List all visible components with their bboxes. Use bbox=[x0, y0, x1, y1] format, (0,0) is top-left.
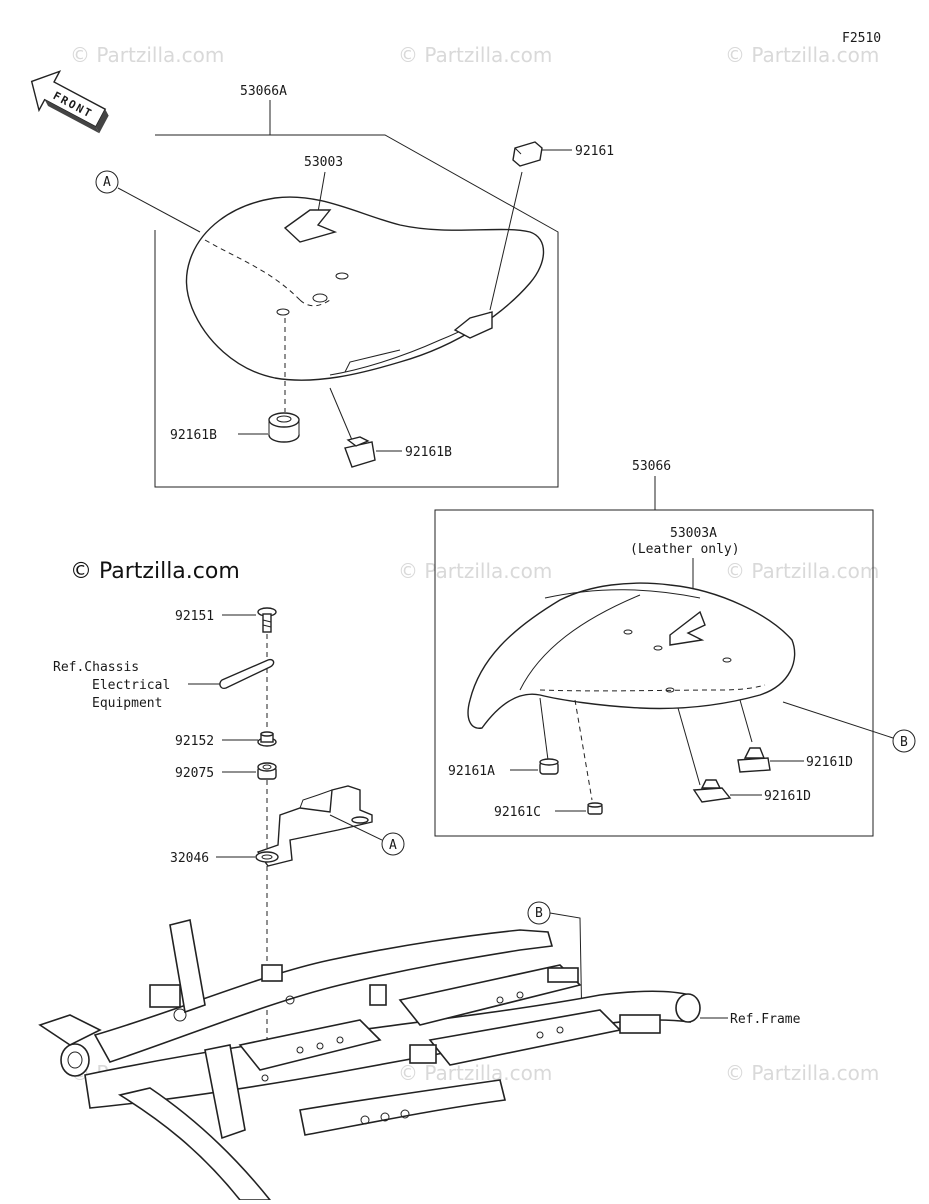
watermark: © Partzilla.com bbox=[725, 43, 879, 67]
collar-92152[interactable] bbox=[257, 731, 277, 747]
front-seat-assembly: 53066A A 53003 92161 bbox=[95, 84, 614, 488]
partzilla-watermark: © Partzilla.com bbox=[70, 559, 240, 584]
label-ref-chassis-1: Ref.Chassis bbox=[53, 660, 139, 675]
ground-strap bbox=[219, 658, 275, 690]
damper-92161B-left[interactable] bbox=[268, 412, 300, 443]
label-92161B-left: 92161B bbox=[170, 428, 217, 443]
callout-b bbox=[892, 729, 916, 753]
watermark: © Partzilla.com bbox=[725, 1061, 879, 1085]
label-ref-frame: Ref.Frame bbox=[730, 1012, 801, 1027]
damper-92161D-bottom[interactable] bbox=[692, 779, 732, 803]
mounting-hardware: 92151 Ref.Chassis Electrical Equipment 9… bbox=[53, 607, 405, 1075]
rear-seat-cover-tag bbox=[669, 610, 706, 646]
label-ref-chassis-3: Equipment bbox=[92, 696, 162, 711]
front-seat-cover-tag bbox=[283, 209, 338, 243]
damper-92161B-right[interactable] bbox=[344, 436, 376, 468]
callout-a-bracket bbox=[381, 832, 405, 856]
callout-a-bracket-letter: A bbox=[389, 838, 397, 853]
damper-92161C[interactable] bbox=[587, 802, 603, 815]
label-92151: 92151 bbox=[175, 609, 214, 624]
bolt-92151[interactable] bbox=[257, 607, 277, 633]
bracket-32046[interactable] bbox=[255, 785, 373, 867]
label-92161D-bottom: 92161D bbox=[764, 789, 811, 804]
label-53003: 53003 bbox=[304, 155, 343, 170]
label-ref-chassis-2: Electrical bbox=[92, 678, 170, 693]
rear-seat[interactable] bbox=[467, 582, 796, 729]
label-92161: 92161 bbox=[575, 144, 614, 159]
motorcycle-frame: B Ref.Frame bbox=[38, 901, 801, 1201]
callout-a-letter: A bbox=[103, 175, 111, 190]
front-arrow: FRONT bbox=[30, 70, 109, 134]
callout-b-frame-letter: B bbox=[535, 906, 543, 921]
callout-a bbox=[95, 170, 119, 194]
watermark: © Partzilla.com bbox=[398, 43, 552, 67]
label-53066A: 53066A bbox=[240, 84, 287, 99]
watermark: © Partzilla.com bbox=[398, 559, 552, 583]
label-92161B-right: 92161B bbox=[405, 445, 452, 460]
label-53066: 53066 bbox=[632, 459, 671, 474]
rear-seat-assembly: 53066 53003A (Leather only) B 92161A bbox=[434, 459, 916, 837]
grommet-92075[interactable] bbox=[257, 762, 277, 780]
label-92161D-top: 92161D bbox=[806, 755, 853, 770]
label-32046: 32046 bbox=[170, 851, 209, 866]
watermark: © Partzilla.com bbox=[398, 1061, 552, 1085]
damper-92161D-top[interactable] bbox=[737, 747, 771, 773]
front-seat[interactable] bbox=[185, 196, 545, 381]
label-92161C: 92161C bbox=[494, 805, 541, 820]
label-92075: 92075 bbox=[175, 766, 214, 781]
label-53003A: 53003A bbox=[670, 526, 717, 541]
label-92152: 92152 bbox=[175, 734, 214, 749]
label-leather-only: (Leather only) bbox=[630, 542, 740, 557]
diagram-code: F2510 bbox=[842, 31, 881, 46]
damper-92161[interactable] bbox=[512, 141, 543, 167]
damper-92161A[interactable] bbox=[539, 758, 559, 775]
label-92161A: 92161A bbox=[448, 764, 495, 779]
watermark: © Partzilla.com bbox=[725, 559, 879, 583]
watermark: © Partzilla.com bbox=[70, 43, 224, 67]
callout-b-letter: B bbox=[900, 735, 908, 750]
